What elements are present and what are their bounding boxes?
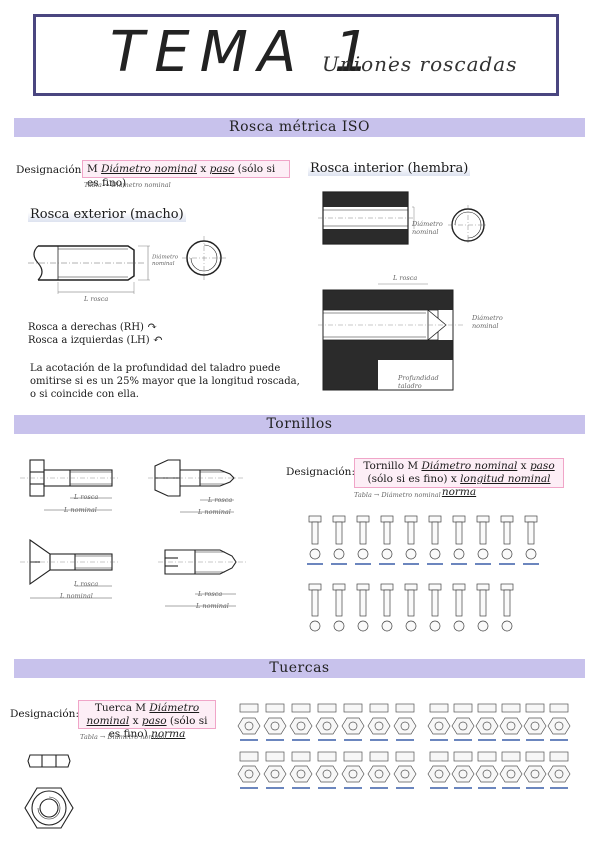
tornillos-designacion-label: Designación:: [286, 466, 355, 478]
nut-catalog-image: [237, 703, 571, 789]
bolt-drawings: [20, 459, 246, 607]
bolt2-dim-rosca: L rosca: [208, 496, 233, 504]
interior-thread-section: [318, 191, 488, 245]
tuercas-designacion-formula: Tuerca M Diámetro nominal x paso (sólo s…: [78, 700, 216, 740]
title-frame: [33, 14, 559, 96]
bolt4-dim-rosca: L rosca: [198, 590, 223, 598]
bolt4-dim-nominal: L nominal: [196, 602, 229, 610]
rosca-hint: Tabla → Diámetro nominal: [84, 181, 171, 189]
bolt3-dim-nominal: L nominal: [60, 592, 93, 600]
bolt3-dim-rosca: L rosca: [74, 580, 99, 588]
exterior-dim-diam: Diámetro nominal: [151, 253, 179, 267]
tuercas-designacion-label: Designación:: [10, 708, 79, 720]
interior-dim-prof: Profundidad taladro: [398, 374, 439, 390]
bolt2-dim-nominal: L nominal: [198, 508, 231, 516]
exterior-dim-long: L rosca: [84, 295, 109, 303]
page-subtitle: Uniones roscadas: [322, 52, 518, 76]
rotate-cw-icon: ↷: [147, 319, 158, 333]
rosca-designacion-formula: M Diámetro nominal x paso (sólo si es fi…: [82, 160, 290, 189]
lh-label: Rosca a izquierdas (LH) ↶: [28, 332, 163, 347]
rosca-interior-title: Rosca interior (hembra): [308, 161, 471, 176]
tuercas-hint: Tabla → Diámetro nominal: [80, 733, 167, 741]
interior-blind-hole-section: [318, 283, 463, 391]
tornillos-designacion-formula: Tornillo M Diámetro nominal x paso (sólo…: [354, 458, 564, 498]
bolt-catalog-image: [307, 515, 540, 632]
bolt1-dim-rosca: L rosca: [74, 493, 99, 501]
rotate-ccw-icon: ↶: [152, 332, 163, 346]
exterior-thread-drawing: [28, 236, 226, 294]
section-header-tornillos: Tornillos: [14, 415, 585, 434]
rh-label: Rosca a derechas (RH) ↷: [28, 319, 158, 334]
rosca-designacion-label: Designación:: [16, 164, 85, 176]
section-header-tuercas: Tuercas: [14, 659, 585, 678]
interior-dim-long: L rosca: [393, 274, 418, 282]
section-header-rosca: Rosca métrica ISO: [14, 118, 585, 137]
rosca-exterior-title: Rosca exterior (macho): [28, 207, 186, 222]
nut-drawing: [24, 754, 74, 829]
bolt1-dim-nominal: L nominal: [64, 506, 97, 514]
interior-dim-diam: Diámetro nominal: [412, 220, 443, 236]
rosca-note: La acotación de la profundidad del talad…: [30, 363, 300, 400]
tornillos-hint: Tabla → Diámetro nominal: [354, 491, 441, 499]
interior-dim-diam-2: Diámetro nominal: [472, 314, 503, 330]
page-title: TEMA 1:: [110, 20, 396, 85]
